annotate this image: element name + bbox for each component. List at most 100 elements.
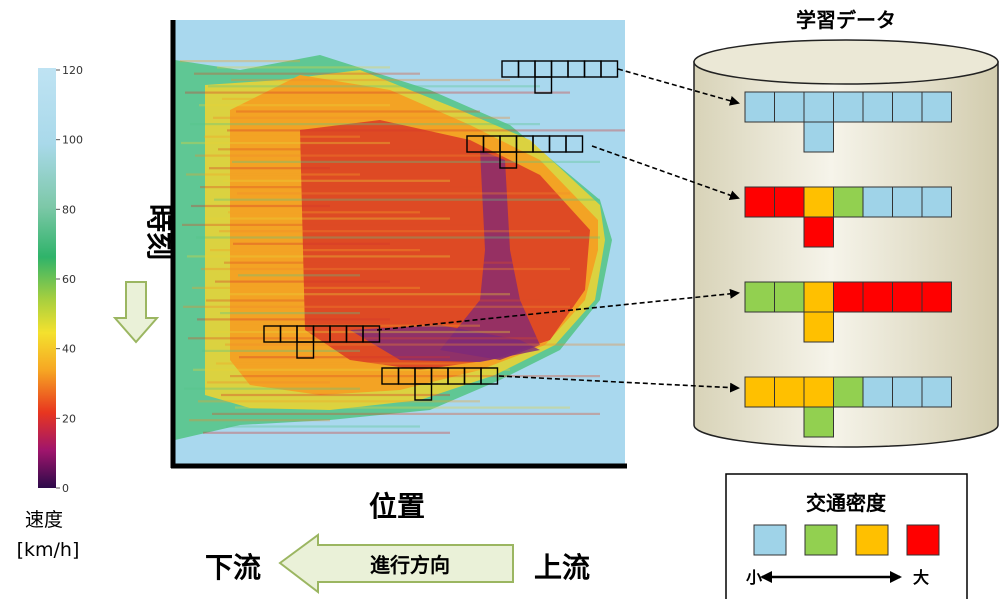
mapping-arrow-2 — [591, 145, 740, 201]
colorbar-tick-label: 0 — [62, 482, 69, 495]
pattern-cell — [803, 376, 834, 408]
stencil-cell — [362, 325, 381, 343]
pattern-cell — [862, 91, 893, 123]
training-pattern — [744, 376, 952, 438]
stencil-tail — [296, 341, 315, 359]
pattern-cell — [774, 376, 805, 408]
heatmap-streak — [202, 349, 360, 352]
heatmap-streak — [228, 211, 420, 214]
stencil-cell — [480, 367, 499, 385]
heatmap-purple-jam — [440, 150, 540, 360]
legend-swatch — [804, 524, 838, 556]
heatmap-streak — [221, 393, 450, 397]
heatmap-streak — [187, 255, 450, 258]
pattern-cell — [892, 376, 923, 408]
legend-swatches — [753, 524, 940, 556]
heatmap-streak — [204, 135, 360, 138]
colorbar-gradient — [38, 68, 56, 488]
pattern-tail-cell — [803, 121, 834, 153]
heatmap-streak — [207, 381, 330, 384]
stencil-tail — [414, 383, 433, 401]
stencil-outline — [381, 367, 499, 401]
heatmap-stencils — [263, 60, 619, 401]
pattern-cell — [744, 281, 775, 313]
pattern-cell — [892, 186, 923, 218]
heatmap-streak — [231, 78, 510, 82]
mapping-arrow-1 — [617, 68, 740, 106]
stencil-tail — [499, 151, 518, 169]
legend-small-label: 小 — [746, 568, 762, 587]
pattern-cell — [833, 281, 864, 313]
heatmap-streak — [191, 204, 330, 208]
colorbar-tick-label: 80 — [62, 203, 76, 216]
heatmap-streak — [205, 217, 450, 220]
upstream-label: 上流 — [534, 551, 590, 584]
legend-swatch — [753, 524, 787, 556]
heatmap-streak — [198, 400, 480, 403]
stencil-cell — [565, 135, 584, 153]
heatmap-streak — [195, 154, 510, 157]
heatmap-streak — [203, 431, 450, 434]
pattern-cell — [862, 186, 893, 218]
heatmap-streak — [239, 356, 450, 359]
heatmap-streak — [229, 293, 510, 296]
legend-title: 交通密度 — [806, 491, 887, 515]
pattern-cell — [744, 376, 775, 408]
time-direction-arrow — [112, 281, 160, 344]
legend-swatch — [906, 524, 940, 556]
heatmap-streak — [181, 141, 390, 145]
pattern-cell — [921, 376, 952, 408]
heatmap-streak — [217, 66, 390, 69]
pattern-tail-cell — [803, 406, 834, 438]
pattern-cell — [774, 186, 805, 218]
pattern-cell — [921, 186, 952, 218]
heatmap-purple-streak — [350, 325, 540, 362]
stencil-outline — [501, 60, 619, 94]
pattern-cell — [892, 281, 923, 313]
heatmap-streak — [189, 419, 330, 422]
heatmap-streak — [225, 343, 625, 346]
training-pattern — [744, 186, 952, 248]
colorbar-tick-label: 100 — [62, 134, 83, 147]
heatmap-streak — [218, 148, 480, 151]
heatmap-streak — [200, 186, 480, 189]
heatmap-streak — [196, 236, 600, 239]
training-pattern — [744, 281, 952, 343]
mapping-arrow-3 — [376, 288, 740, 331]
heatmap-streak — [233, 242, 390, 245]
heatmap-streak — [227, 129, 625, 132]
time-axis-label: 時刻 — [143, 204, 176, 260]
pattern-cell — [774, 281, 805, 313]
pattern-cell — [744, 91, 775, 123]
pattern-tail-cell — [803, 216, 834, 248]
heatmap-streak — [238, 274, 360, 277]
heatmap-streak — [216, 362, 480, 365]
heatmap-streak — [190, 123, 540, 126]
heatmap-streak — [197, 318, 390, 321]
colorbar-label-unit: [km/h] — [17, 539, 80, 561]
heatmap-streak — [182, 223, 480, 226]
training-data-title: 学習データ — [796, 8, 896, 32]
heatmap-streak — [236, 110, 480, 113]
heatmap-streak — [224, 261, 540, 264]
pattern-cell — [803, 91, 834, 123]
stencil-tail — [534, 76, 553, 94]
heatmap-streak — [184, 387, 360, 390]
downstream-label: 下流 — [205, 551, 261, 584]
colorbar-tick-label: 120 — [62, 64, 83, 77]
pattern-cell — [862, 376, 893, 408]
heatmap-streak — [186, 173, 360, 176]
pattern-cell — [744, 186, 775, 218]
heatmap-streak — [208, 85, 540, 88]
pattern-cell — [833, 376, 864, 408]
heatmap-streak — [219, 230, 570, 233]
colorbar-tick-label: 60 — [62, 273, 76, 286]
training-patterns — [744, 91, 952, 438]
legend-large-label: 大 — [913, 568, 929, 587]
colorbar-label-speed: 速度 — [25, 509, 63, 531]
heatmap-streak — [199, 104, 390, 107]
pattern-cell — [921, 91, 952, 123]
density-legend: 交通密度 小 大 — [725, 473, 968, 599]
